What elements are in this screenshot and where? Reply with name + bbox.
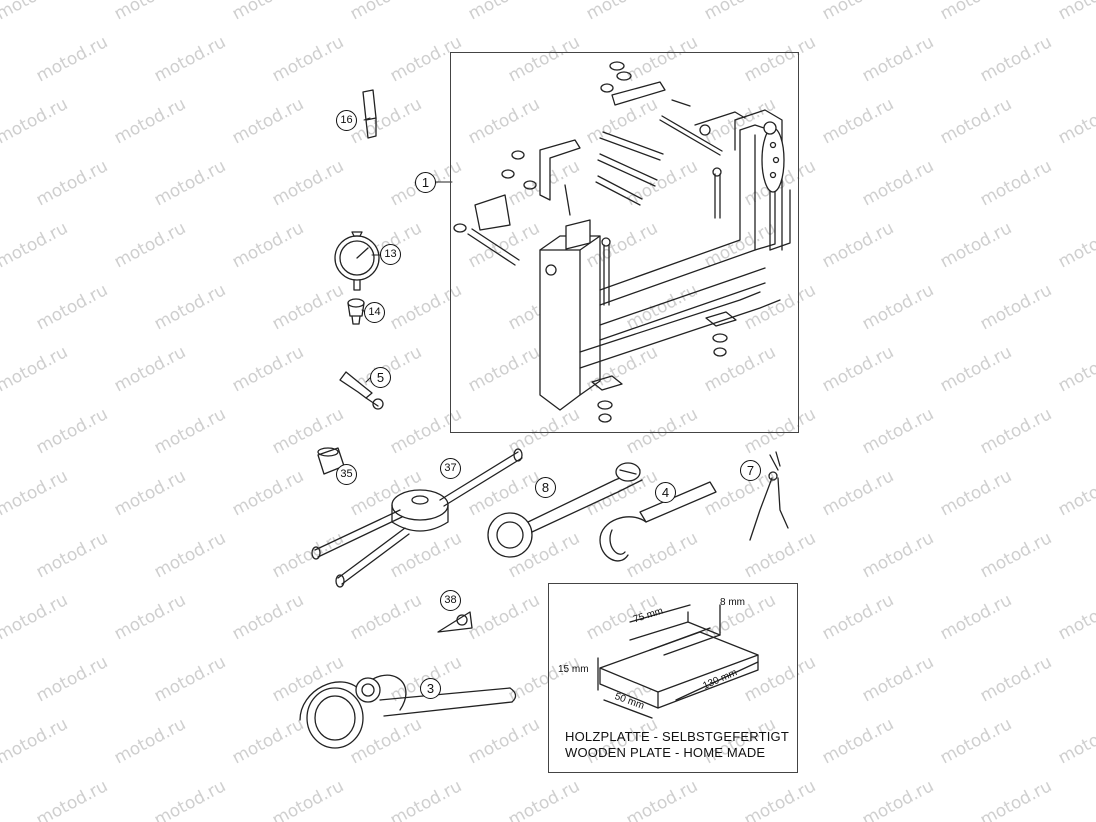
brackets	[467, 81, 691, 266]
dim-slot: 8 mm	[720, 597, 745, 608]
stand-frame-box	[450, 52, 799, 433]
wrench-8	[487, 462, 643, 558]
callout-8: 8	[535, 477, 556, 498]
callout-13: 13	[380, 244, 401, 265]
callout-1: 1	[415, 172, 436, 193]
dim-height: 15 mm	[558, 664, 589, 675]
wooden-plate	[597, 604, 759, 719]
caption-german: HOLZPLATTE - SELBSTGEFERTIGT	[565, 729, 789, 744]
pliers-7	[749, 451, 789, 541]
puller-37	[311, 448, 523, 588]
callout-3: 3	[420, 678, 441, 699]
callout-14: 14	[364, 302, 385, 323]
adapter-14	[347, 298, 365, 325]
callout-38: 38	[440, 590, 461, 611]
threaded-rods	[595, 115, 723, 306]
tool-16	[362, 89, 377, 139]
callout-37: 37	[440, 458, 461, 479]
hook-wrench-4	[599, 481, 717, 562]
callout-5: 5	[370, 367, 391, 388]
callout-35: 35	[336, 464, 357, 485]
callout-16: 16	[336, 110, 357, 131]
caption-english: WOODEN PLATE - HOME MADE	[565, 745, 766, 760]
holding-spanner-3	[299, 674, 517, 749]
dial-gauge-13	[334, 231, 380, 291]
callout-7: 7	[740, 460, 761, 481]
wooden-plate-box	[548, 583, 798, 773]
nuts-washers	[453, 61, 737, 423]
clip-38	[437, 611, 473, 633]
adapter-5	[339, 371, 384, 410]
callout-4: 4	[655, 482, 676, 503]
engine-stand-frame	[539, 109, 791, 411]
